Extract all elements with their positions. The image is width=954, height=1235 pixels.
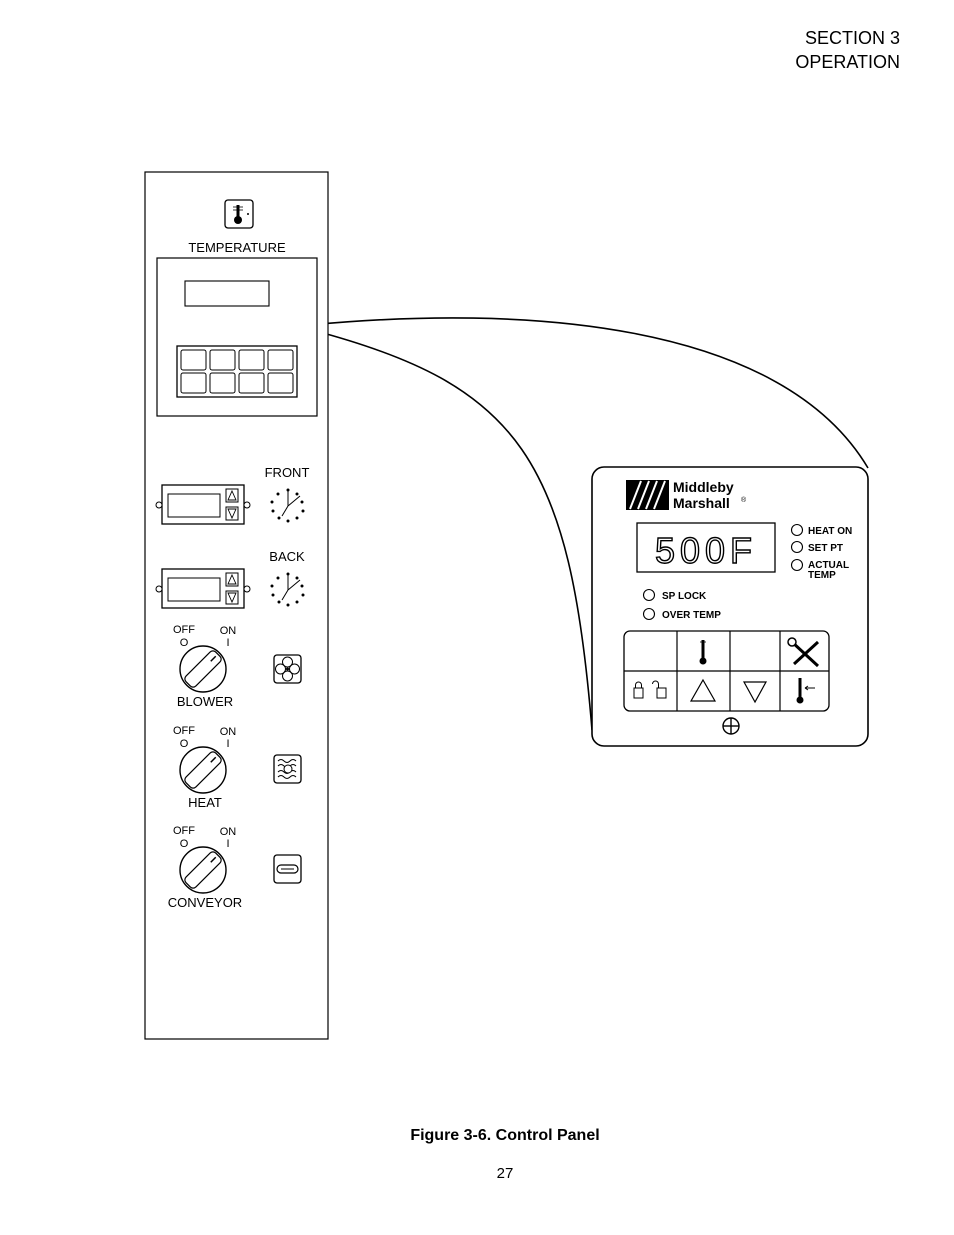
- heat-switch-knob: [179, 746, 227, 794]
- over-temp-indicator: [642, 607, 656, 621]
- back-timer: [155, 568, 251, 609]
- figure-caption: Figure 3-6. Control Panel: [410, 1127, 600, 1144]
- conveyor-off-symbol: O: [180, 838, 189, 850]
- heat-icon: [273, 754, 302, 784]
- brand-line-2: Marshall: [673, 495, 730, 511]
- mounting-screw-icon: [722, 717, 740, 735]
- conveyor-switch-knob: [179, 846, 227, 894]
- actual-temp-indicator: [790, 558, 804, 572]
- thermometer-key-icon: [699, 640, 707, 665]
- blower-on-symbol: I: [226, 637, 229, 649]
- temp-label: TEMP: [808, 570, 836, 581]
- blower-switch-knob: [179, 645, 227, 693]
- conveyor-label: CONVEYOR: [168, 895, 242, 910]
- conveyor-icon: [273, 854, 302, 884]
- controller-display: [636, 522, 776, 573]
- heat-on-label: HEAT ON: [808, 526, 852, 537]
- lock-unlock-key-icon: [633, 680, 667, 699]
- back-label: BACK: [269, 549, 305, 564]
- heat-label: HEAT: [188, 795, 222, 810]
- over-temp-label: OVER TEMP: [662, 610, 721, 621]
- heat-off-symbol: O: [180, 738, 189, 750]
- sp-lock-indicator: [642, 588, 656, 602]
- front-label: FRONT: [265, 465, 310, 480]
- down-arrow-key-icon: [742, 681, 768, 704]
- actual-temp-key-icon: [796, 678, 815, 704]
- controller-display-value: 500F: [655, 530, 757, 571]
- heat-on-indicator: [790, 523, 804, 537]
- temperature-keypad-keys: [180, 349, 294, 394]
- actual-label: ACTUAL: [808, 560, 849, 571]
- brand-line-1: Middleby: [673, 479, 734, 495]
- conveyor-on-label: ON: [220, 826, 237, 838]
- up-arrow-key-icon: [689, 678, 717, 702]
- conveyor-off-label: OFF: [173, 825, 195, 837]
- callout-line-lower: [311, 329, 593, 731]
- tools-key-icon: [787, 637, 820, 668]
- temperature-display-window: [184, 280, 270, 307]
- brand-registered-mark: ®: [741, 496, 747, 504]
- thermometer-icon: [224, 199, 254, 229]
- sp-lock-label: SP LOCK: [662, 591, 707, 602]
- front-clock-icon: [270, 488, 305, 523]
- heat-on-label: ON: [220, 726, 237, 738]
- conveyor-on-symbol: I: [226, 838, 229, 850]
- set-pt-indicator: [790, 540, 804, 554]
- middleby-logo-icon: [626, 480, 669, 510]
- back-clock-icon: [270, 572, 305, 607]
- set-pt-label: SET PT: [808, 543, 843, 554]
- heat-on-symbol: I: [226, 738, 229, 750]
- temperature-label: TEMPERATURE: [188, 240, 286, 255]
- page-number: 27: [496, 1165, 514, 1182]
- page-header: SECTION 3 OPERATION: [795, 26, 900, 74]
- heat-off-label: OFF: [173, 725, 195, 737]
- section-label: SECTION 3: [804, 28, 900, 48]
- fan-icon: [273, 654, 302, 684]
- section-title: OPERATION: [795, 52, 900, 72]
- blower-off-label: OFF: [173, 624, 195, 636]
- blower-off-symbol: O: [180, 637, 189, 649]
- blower-on-label: ON: [220, 625, 237, 637]
- blower-label: BLOWER: [177, 694, 233, 709]
- front-timer: [155, 484, 251, 525]
- callout-line-upper: [309, 317, 869, 469]
